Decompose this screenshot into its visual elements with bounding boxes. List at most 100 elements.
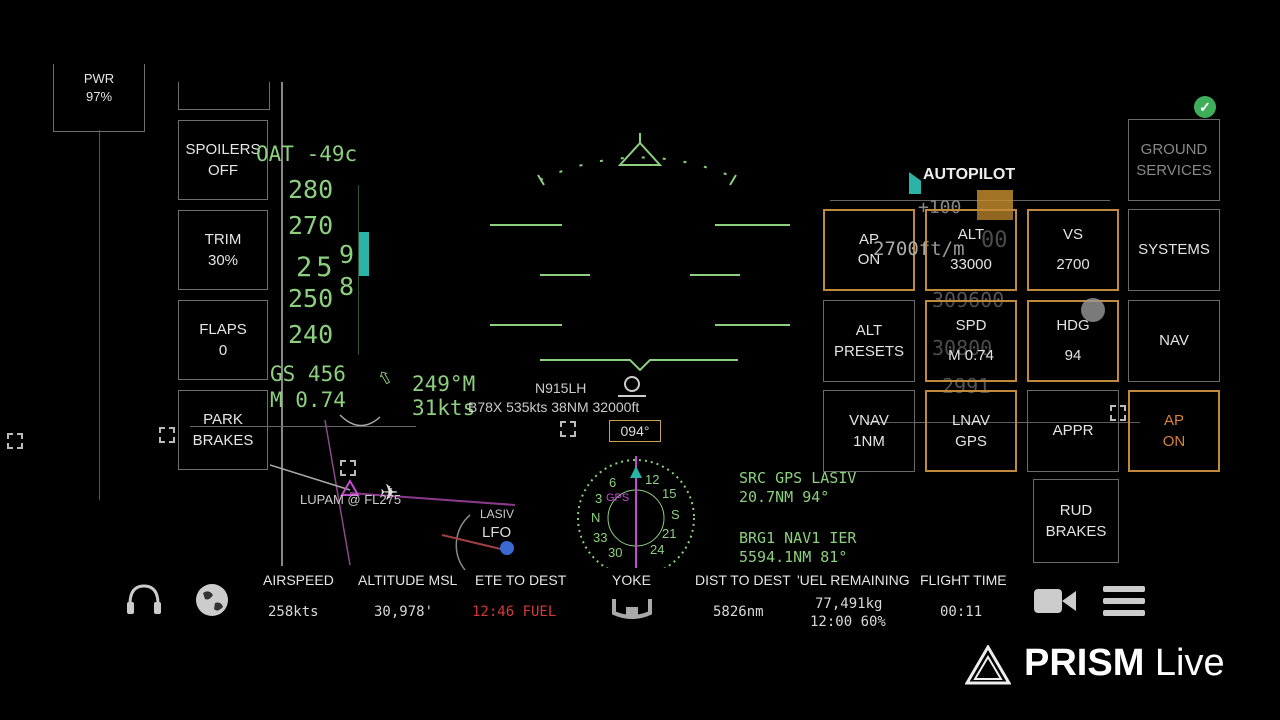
heading-box: 094° [609, 420, 661, 442]
altitude-label: ALTITUDE MSL [358, 572, 458, 588]
autopilot-status-icon [909, 172, 921, 194]
partial-button[interactable] [178, 82, 270, 110]
hud-horizon-line [190, 426, 416, 427]
yoke-label: YOKE [612, 572, 651, 588]
park-brakes-line2: BRAKES [192, 432, 254, 449]
speed-trend-bar [359, 232, 369, 276]
wind-direction: 249°M [412, 372, 476, 396]
flight-time-value: 00:11 [940, 604, 983, 620]
compass-fifteen: 15 [662, 486, 677, 501]
rud-brakes-button[interactable]: RUD BRAKES [1033, 479, 1119, 563]
callsign-label: N915LH [535, 380, 587, 396]
focus-bracket-icon [1110, 405, 1126, 421]
lnav-label: LNAV [951, 412, 991, 429]
compass-n: N [591, 510, 601, 525]
park-brakes-button[interactable]: PARK BRAKES [178, 390, 268, 470]
prism-logo-icon [964, 644, 1012, 685]
spd-button[interactable]: SPD M 0.74 [925, 300, 1017, 382]
speed-current-lower: 8 [339, 272, 355, 301]
ap2-value: ON [1162, 433, 1186, 450]
vs-value: 2700 [1056, 256, 1090, 273]
vs-label: VS [1062, 226, 1083, 243]
ap-on-button[interactable]: AP ON [823, 209, 915, 291]
vnav-button[interactable]: VNAV 1NM [823, 390, 915, 472]
alt-presets-line2: PRESETS [833, 343, 905, 360]
ap-on-secondary-button[interactable]: AP ON [1128, 390, 1220, 472]
flaps-button[interactable]: FLAPS 0 [178, 300, 268, 380]
ete-label: ETE TO DEST [475, 572, 567, 588]
lnav-value: GPS [955, 433, 987, 450]
ap-value: ON [857, 251, 881, 268]
nav-button[interactable]: NAV [1128, 300, 1220, 382]
hdg-button[interactable]: HDG 94 [1027, 300, 1119, 382]
speed-tape-line [281, 82, 283, 566]
lfo-label: LFO [482, 524, 512, 541]
flaps-label: FLAPS [199, 321, 247, 338]
compass-twentyfour: 24 [650, 542, 665, 557]
lasiv-label: LASIV [480, 507, 515, 521]
hud-horizon-line-right [865, 422, 1140, 423]
nav-label: NAV [1159, 332, 1189, 349]
flaps-value: 0 [218, 342, 228, 359]
compass-twentyone: 21 [662, 526, 677, 541]
ground-speed: GS 456 [270, 362, 346, 386]
camera-icon[interactable] [1034, 587, 1076, 615]
vs-button[interactable]: VS 2700 [1027, 209, 1119, 291]
pwr-indicator[interactable]: PWR 97% [53, 64, 145, 132]
alt-tape-bottom: 2991 [942, 374, 991, 398]
globe-icon[interactable] [195, 583, 229, 617]
headset-icon[interactable] [124, 580, 164, 620]
alt-tape-top: 00 [981, 228, 1008, 253]
compass-s: S [671, 507, 680, 522]
ap-label: AP [858, 231, 879, 248]
trim-button[interactable]: TRIM 30% [178, 210, 268, 290]
focus-bracket-icon [7, 433, 23, 449]
hud-pitch-ladder [490, 133, 790, 372]
spoilers-button[interactable]: SPOILERS OFF [178, 120, 268, 200]
compass-gps: GPS [606, 492, 630, 504]
fuel-label: 'UEL REMAINING [797, 572, 910, 588]
compass-six: 6 [609, 475, 617, 490]
speed-tick-270: 270 [288, 211, 334, 240]
vnav-label: VNAV [849, 412, 889, 429]
bearing-source: BRG1 NAV1 IER [739, 529, 857, 547]
altitude-value: 30,978' [374, 604, 434, 620]
speed-tick-280: 280 [288, 175, 334, 204]
flight-time-label: FLIGHT TIME [920, 572, 1007, 588]
lnav-button[interactable]: LNAV GPS [925, 390, 1017, 472]
speed-current-main: 25 [296, 252, 337, 283]
appr-button[interactable]: APPR [1027, 390, 1119, 472]
menu-icon[interactable] [1103, 584, 1145, 618]
yoke-icon[interactable] [610, 595, 654, 619]
trim-value: 30% [207, 252, 239, 269]
fuel-value: 77,491kg [815, 596, 883, 612]
wind-speed: 31kts [412, 396, 476, 420]
alt-value: 33000 [950, 256, 992, 273]
rud-brakes-line1: RUD [1059, 502, 1093, 519]
ground-services-button[interactable]: GROUND SERVICES [1128, 119, 1220, 201]
mach-readout: M 0.74 [270, 388, 346, 412]
bearing-distance: 5594.1NM 81° [739, 548, 848, 566]
ete-value: 12:46 FUEL [472, 604, 557, 620]
focus-bracket-icon [159, 427, 175, 443]
pwr-value: 97% [85, 89, 113, 104]
alt-button[interactable]: ALT 33000 [925, 209, 1017, 291]
trim-label: TRIM [204, 231, 242, 248]
alt-presets-line1: ALT [855, 322, 883, 339]
oat-readout: OAT -49c [256, 142, 358, 166]
watermark-brand-name: PRISM [1024, 642, 1145, 684]
waypoint-label: LUPAM @ FL275 [300, 492, 402, 507]
alt-label: ALT [957, 226, 985, 243]
spoilers-value: OFF [208, 162, 238, 179]
alt-presets-button[interactable]: ALT PRESETS [823, 300, 915, 382]
pwr-label: PWR [83, 71, 115, 86]
focus-bracket-icon [560, 421, 576, 437]
heading-value: 094° [620, 423, 650, 439]
wind-arrow-icon: ⇧ [373, 365, 397, 391]
vnav-value: 1NM [853, 433, 885, 450]
lfo-marker-icon [500, 541, 514, 555]
vs-target: +100 [918, 197, 962, 218]
systems-label: SYSTEMS [1138, 241, 1210, 258]
autopilot-title: AUTOPILOT [923, 166, 1016, 183]
systems-button[interactable]: SYSTEMS [1128, 209, 1220, 291]
